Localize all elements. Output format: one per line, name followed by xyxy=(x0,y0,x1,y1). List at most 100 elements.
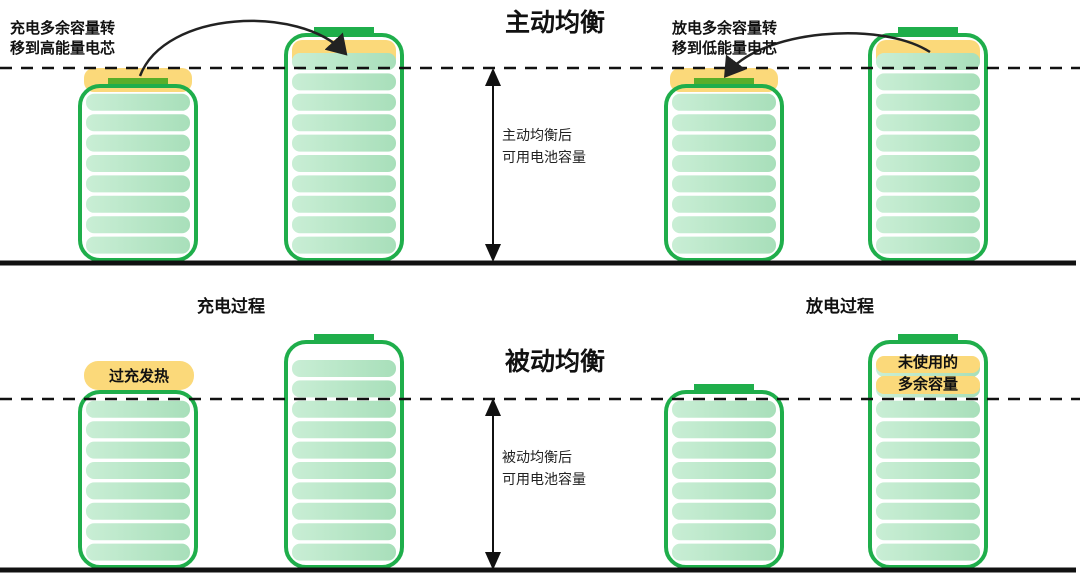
unused-capacity-pill-2 xyxy=(876,376,980,394)
battery-cell-stripe xyxy=(86,482,190,500)
overcharge-heat-label: 过充发热 xyxy=(109,367,169,385)
charge-transfer-arrow xyxy=(138,19,348,77)
battery-cell-stripe xyxy=(86,462,190,479)
active-capacity-label-line2: 可用电池容量 xyxy=(502,149,586,166)
battery-outline xyxy=(78,84,198,262)
battery-cell-stripe xyxy=(876,236,980,254)
discharge-note-line2: 移到低能量电芯 xyxy=(672,39,777,57)
battery-terminal xyxy=(694,384,754,393)
unused-capacity-pill-1 xyxy=(876,356,980,373)
discharge-transfer-arrow xyxy=(723,32,931,78)
battery-cell-stripe xyxy=(292,400,396,418)
battery-cell-stripe xyxy=(876,73,980,91)
battery-cell-stripe xyxy=(292,543,396,561)
battery-cell-stripe xyxy=(672,400,776,418)
battery-terminal xyxy=(694,78,754,87)
passive-balancing-title: 被动均衡 xyxy=(505,347,605,376)
charge-process-label: 充电过程 xyxy=(197,296,265,317)
battery-cell-stripe xyxy=(292,155,396,172)
battery-cell-stripe xyxy=(86,134,190,152)
battery-cell-stripe xyxy=(876,543,980,561)
battery-cell-stripe xyxy=(672,482,776,500)
battery-cell-stripe xyxy=(86,216,190,234)
battery-terminal xyxy=(898,334,958,343)
battery-cell-stripe xyxy=(876,134,980,152)
battery-cell-stripe xyxy=(672,155,776,172)
unused-capacity-label-line2: 多余容量 xyxy=(898,375,958,393)
battery-cell-stripe xyxy=(672,216,776,234)
active-capacity-label-line1: 主动均衡后 xyxy=(502,128,572,144)
battery-cell-stripe xyxy=(86,155,190,172)
battery-cell-stripe xyxy=(672,462,776,479)
battery-outline xyxy=(78,390,198,569)
battery-cell-stripe xyxy=(292,73,396,91)
overcharge-heat-pill xyxy=(84,361,194,390)
battery-cell-stripe xyxy=(876,53,980,70)
battery-cell-stripe xyxy=(86,114,190,132)
battery-cell-stripe xyxy=(292,114,396,132)
battery-active-discharge-high xyxy=(868,27,988,262)
passive-capacity-label-line1: 被动均衡后 xyxy=(502,450,572,466)
battery-cell-stripe xyxy=(876,421,980,439)
battery-active-charge-high xyxy=(284,27,404,262)
battery-outline xyxy=(664,390,784,569)
battery-cell-stripe xyxy=(86,421,190,439)
battery-cell-stripe xyxy=(672,114,776,132)
battery-cell-stripe xyxy=(876,462,980,479)
battery-cell-stripe xyxy=(292,175,396,193)
battery-cell-stripe xyxy=(86,400,190,418)
battery-cell-stripe xyxy=(876,441,980,459)
battery-cell-stripe xyxy=(292,421,396,439)
battery-passive-charge-low xyxy=(78,384,198,569)
battery-cell-stripe xyxy=(672,236,776,254)
excess-overlays: 过充发热 未使用的 多余容量 xyxy=(84,353,980,394)
active-balancing-title: 主动均衡 xyxy=(505,8,605,37)
battery-active-charge-low xyxy=(78,68,198,262)
battery-cell-stripe xyxy=(672,543,776,561)
battery-cell-stripe xyxy=(292,216,396,234)
battery-cell-stripe xyxy=(292,462,396,479)
battery-terminal xyxy=(108,78,168,87)
battery-cell-stripe xyxy=(672,523,776,541)
battery-cell-stripe xyxy=(292,236,396,254)
battery-cell-stripe xyxy=(672,134,776,152)
battery-cell-stripe xyxy=(876,114,980,132)
battery-cell-stripe xyxy=(672,195,776,213)
battery-cell-stripe xyxy=(876,155,980,172)
battery-cell-stripe xyxy=(876,175,980,193)
battery-cell-stripe xyxy=(876,523,980,541)
battery-cell-stripe xyxy=(292,195,396,213)
battery-cell-stripe xyxy=(86,93,190,111)
unused-capacity-label-line1: 未使用的 xyxy=(897,353,958,371)
battery-cell-stripe xyxy=(292,502,396,520)
battery-outline xyxy=(664,84,784,262)
passive-capacity-label-line2: 可用电池容量 xyxy=(502,471,586,488)
battery-cell-stripe xyxy=(876,195,980,213)
charge-note-line1: 充电多余容量转 xyxy=(10,19,115,37)
battery-outline xyxy=(284,340,404,569)
battery-cell-stripe xyxy=(292,134,396,152)
battery-outline xyxy=(868,340,988,569)
battery-terminal xyxy=(898,27,958,36)
battery-cell-stripe xyxy=(86,523,190,541)
battery-cell-stripe xyxy=(86,441,190,459)
battery-cell-stripe xyxy=(292,380,396,398)
battery-cell-stripe xyxy=(86,175,190,193)
battery-cell-stripe xyxy=(86,543,190,561)
battery-active-discharge-low xyxy=(664,68,784,262)
discharge-note-line1: 放电多余容量转 xyxy=(671,19,777,37)
battery-cell-stripe xyxy=(86,502,190,520)
battery-outline xyxy=(868,33,988,262)
battery-cell-stripe xyxy=(86,195,190,213)
battery-cell-stripe xyxy=(876,400,980,418)
battery-cell-stripe xyxy=(292,53,396,70)
battery-cell-stripe xyxy=(876,93,980,111)
battery-cell-stripe xyxy=(876,502,980,520)
battery-cell-stripe xyxy=(292,482,396,500)
battery-cell-stripe xyxy=(672,441,776,459)
battery-terminal xyxy=(314,27,374,36)
battery-cell-stripe xyxy=(292,523,396,541)
battery-cell-stripe xyxy=(876,216,980,234)
